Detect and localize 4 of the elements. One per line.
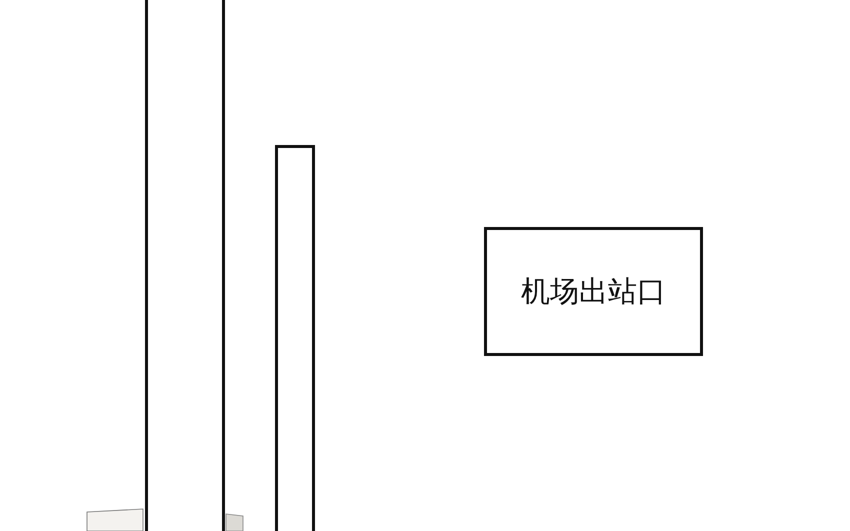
sign-text: 机场出站口 <box>521 272 666 310</box>
panel-bar <box>275 145 315 531</box>
sign-box <box>484 227 703 356</box>
panel-bar <box>145 0 225 531</box>
